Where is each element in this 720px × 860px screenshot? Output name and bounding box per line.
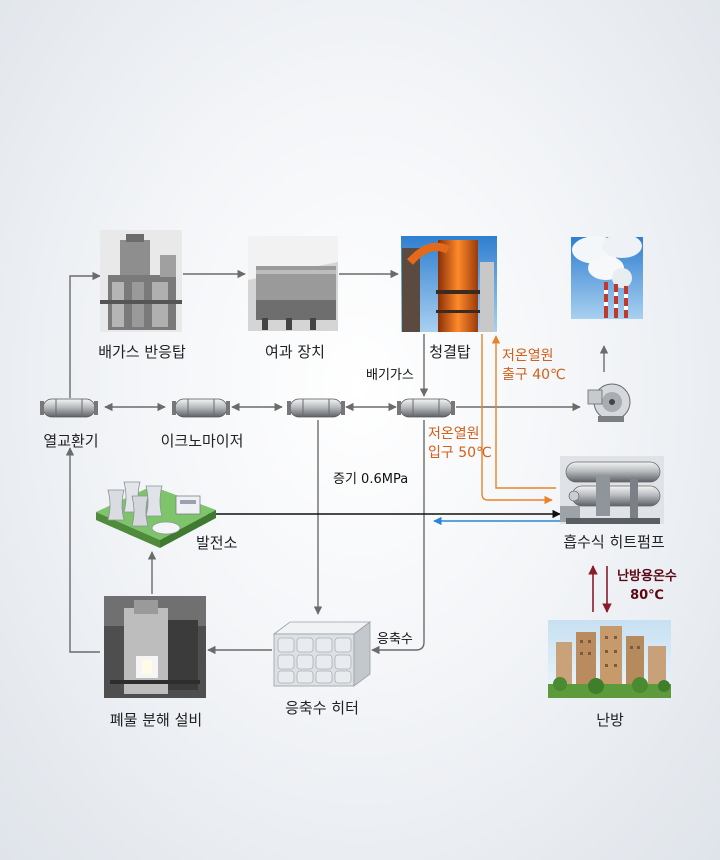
label-heating: 난방 — [596, 711, 624, 729]
label-economizer: 이크노마이저 — [160, 432, 244, 450]
low-temp-out-line1: 저온열원 — [502, 348, 554, 364]
economizer-tank[interactable] — [172, 398, 230, 418]
line-waste-to-hx — [65, 447, 100, 653]
label-power-plant: 발전소 — [196, 534, 238, 552]
exhaust-tank[interactable] — [397, 398, 455, 418]
label-exhaust-gas: 배기가스 — [366, 368, 414, 383]
condensate-heater-image[interactable] — [272, 621, 372, 687]
label-steam: 증기 0.6MPa — [333, 472, 409, 487]
label-condensate-heater: 응축수 히터 — [285, 699, 359, 717]
line-hx-to-reactor — [69, 271, 101, 398]
label-filter: 여과 장치 — [265, 343, 325, 361]
heating-water-line1: 난방용온수 — [617, 569, 677, 584]
filter-image[interactable] — [248, 236, 338, 331]
heat-pump-image[interactable] — [560, 456, 664, 524]
heating-buildings-image[interactable] — [548, 620, 671, 698]
label-condensate: 응축수 — [377, 632, 413, 647]
line-low-temp-in — [481, 334, 553, 505]
label-scrubber: 청결탑 — [429, 343, 471, 361]
heat-exchanger-tank[interactable] — [40, 398, 98, 418]
label-low-temp-in: 저온열원 입구 50℃ — [428, 425, 492, 463]
label-heat-exchanger: 열교환기 — [43, 432, 99, 450]
label-low-temp-out: 저온열원 출구 40℃ — [502, 347, 566, 385]
power-plant-image[interactable] — [96, 481, 216, 548]
fan-icon[interactable] — [587, 383, 631, 422]
line-condensate — [371, 420, 425, 655]
line-low-temp-out — [491, 335, 556, 489]
label-flue-reactor: 배가스 반응탑 — [98, 343, 186, 361]
label-heat-pump: 흡수식 히트펌프 — [563, 533, 665, 551]
stack-image[interactable] — [571, 234, 643, 319]
label-heating-water: 난방용온수 80℃ — [613, 567, 681, 605]
flue-reactor-image[interactable] — [100, 230, 182, 332]
process-lines — [65, 269, 609, 655]
steam-tank[interactable] — [287, 398, 345, 418]
low-temp-out-line2: 출구 40℃ — [502, 367, 566, 383]
scrubber-image[interactable] — [401, 236, 497, 332]
low-temp-in-line1: 저온열원 — [428, 426, 480, 442]
waste-facility-image[interactable] — [104, 596, 206, 698]
heating-water-line2: 80℃ — [630, 588, 664, 603]
label-waste-facility: 폐물 분해 설비 — [109, 711, 203, 729]
low-temp-in-line2: 입구 50℃ — [428, 445, 492, 461]
